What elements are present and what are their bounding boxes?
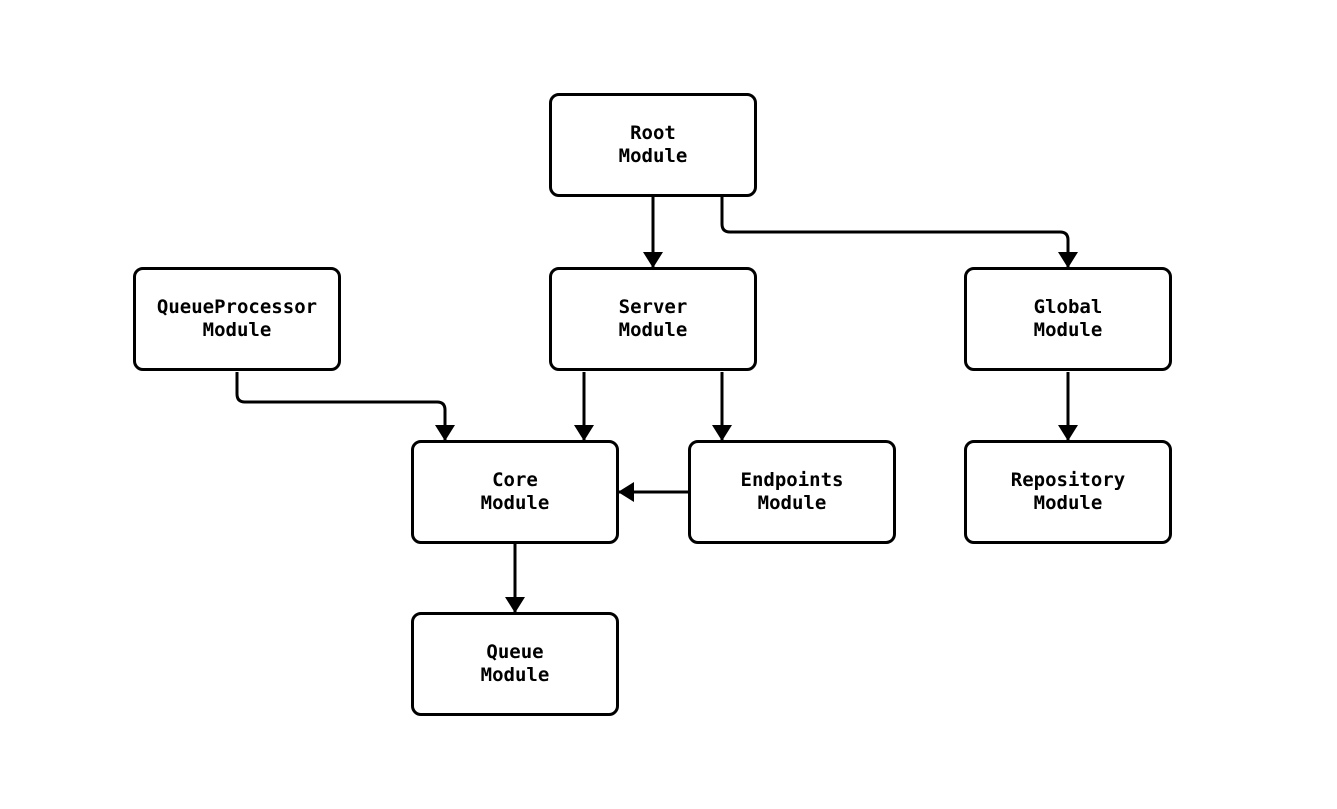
node-label-line2: Module (202, 319, 272, 341)
node-label-line2: Module (618, 145, 688, 167)
node-core-module: Core Module (411, 440, 619, 544)
node-label-line1: Endpoints (740, 469, 844, 491)
node-label-line1: Core (492, 469, 538, 491)
node-label-line2: Module (757, 492, 827, 514)
node-server-module: Server Module (549, 267, 757, 371)
node-endpoints-module: Endpoints Module (688, 440, 896, 544)
node-label-line2: Module (1033, 319, 1103, 341)
node-label-line2: Module (480, 492, 550, 514)
node-global-module: Global Module (964, 267, 1172, 371)
node-label-line2: Module (618, 319, 688, 341)
node-label-line1: Repository (1010, 469, 1126, 491)
node-label-line1: Queue (486, 641, 544, 663)
node-queueprocessor-module: QueueProcessor Module (133, 267, 341, 371)
edge-root-to-global (720, 197, 1078, 268)
node-label-line1: Global (1033, 296, 1103, 318)
node-queue-module: Queue Module (411, 612, 619, 716)
edge-queueprocessor-to-core (235, 372, 455, 441)
node-label-line1: Server (618, 296, 688, 318)
node-root-module: Root Module (549, 93, 757, 197)
node-label-line2: Module (1033, 492, 1103, 514)
node-label-line1: Root (630, 122, 676, 144)
node-repository-module: Repository Module (964, 440, 1172, 544)
node-label-line1: QueueProcessor (156, 296, 318, 318)
node-label-line2: Module (480, 664, 550, 686)
